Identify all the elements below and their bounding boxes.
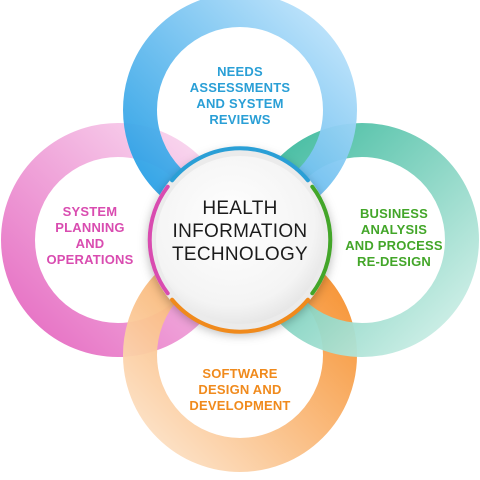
petal-left-line-4: OPERATIONS	[46, 252, 134, 267]
petal-bottom-line-1: SOFTWARE	[202, 366, 278, 381]
petal-left-line-3: AND	[75, 236, 105, 251]
petal-right-line-2: ANALYSIS	[360, 222, 428, 237]
petal-right-line-1: BUSINESS	[359, 206, 429, 221]
center-inner-disk	[156, 156, 324, 324]
petal-left-line-1: SYSTEM	[62, 204, 118, 219]
center-arc-right	[310, 184, 333, 296]
petal-top-line-1: NEEDS	[217, 64, 263, 79]
center-title-line-2: INFORMATION	[172, 221, 308, 242]
petal-right-line-3: AND PROCESS	[345, 238, 443, 253]
petal-top-line-4: REVIEWS	[209, 112, 271, 127]
center-title-line-1: HEALTH	[202, 198, 278, 219]
center-arc-top	[170, 146, 310, 183]
center-title-line-3: TECHNOLOGY	[171, 244, 309, 265]
petal-bottom-line-2: DESIGN AND	[198, 382, 282, 397]
petal-label-top: NEEDS ASSESSMENTS AND SYSTEM REVIEWS	[170, 64, 310, 128]
petal-right-line-4: RE-DESIGN	[356, 254, 432, 269]
center-arc-left	[147, 184, 170, 296]
petal-bottom-line-3: DEVELOPMENT	[189, 398, 291, 413]
petal-left-line-2: PLANNING	[55, 220, 125, 235]
petal-label-bottom: SOFTWARE DESIGN AND DEVELOPMENT	[176, 366, 304, 414]
petal-top-line-2: ASSESSMENTS	[189, 80, 291, 95]
center-arc-bottom	[170, 297, 310, 334]
petal-label-left: SYSTEM PLANNING AND OPERATIONS	[30, 204, 150, 268]
petal-top-line-3: AND SYSTEM	[196, 96, 284, 111]
center-title: HEALTH INFORMATION TECHNOLOGY	[160, 197, 320, 266]
petal-label-right: BUSINESS ANALYSIS AND PROCESS RE-DESIGN	[334, 206, 454, 270]
